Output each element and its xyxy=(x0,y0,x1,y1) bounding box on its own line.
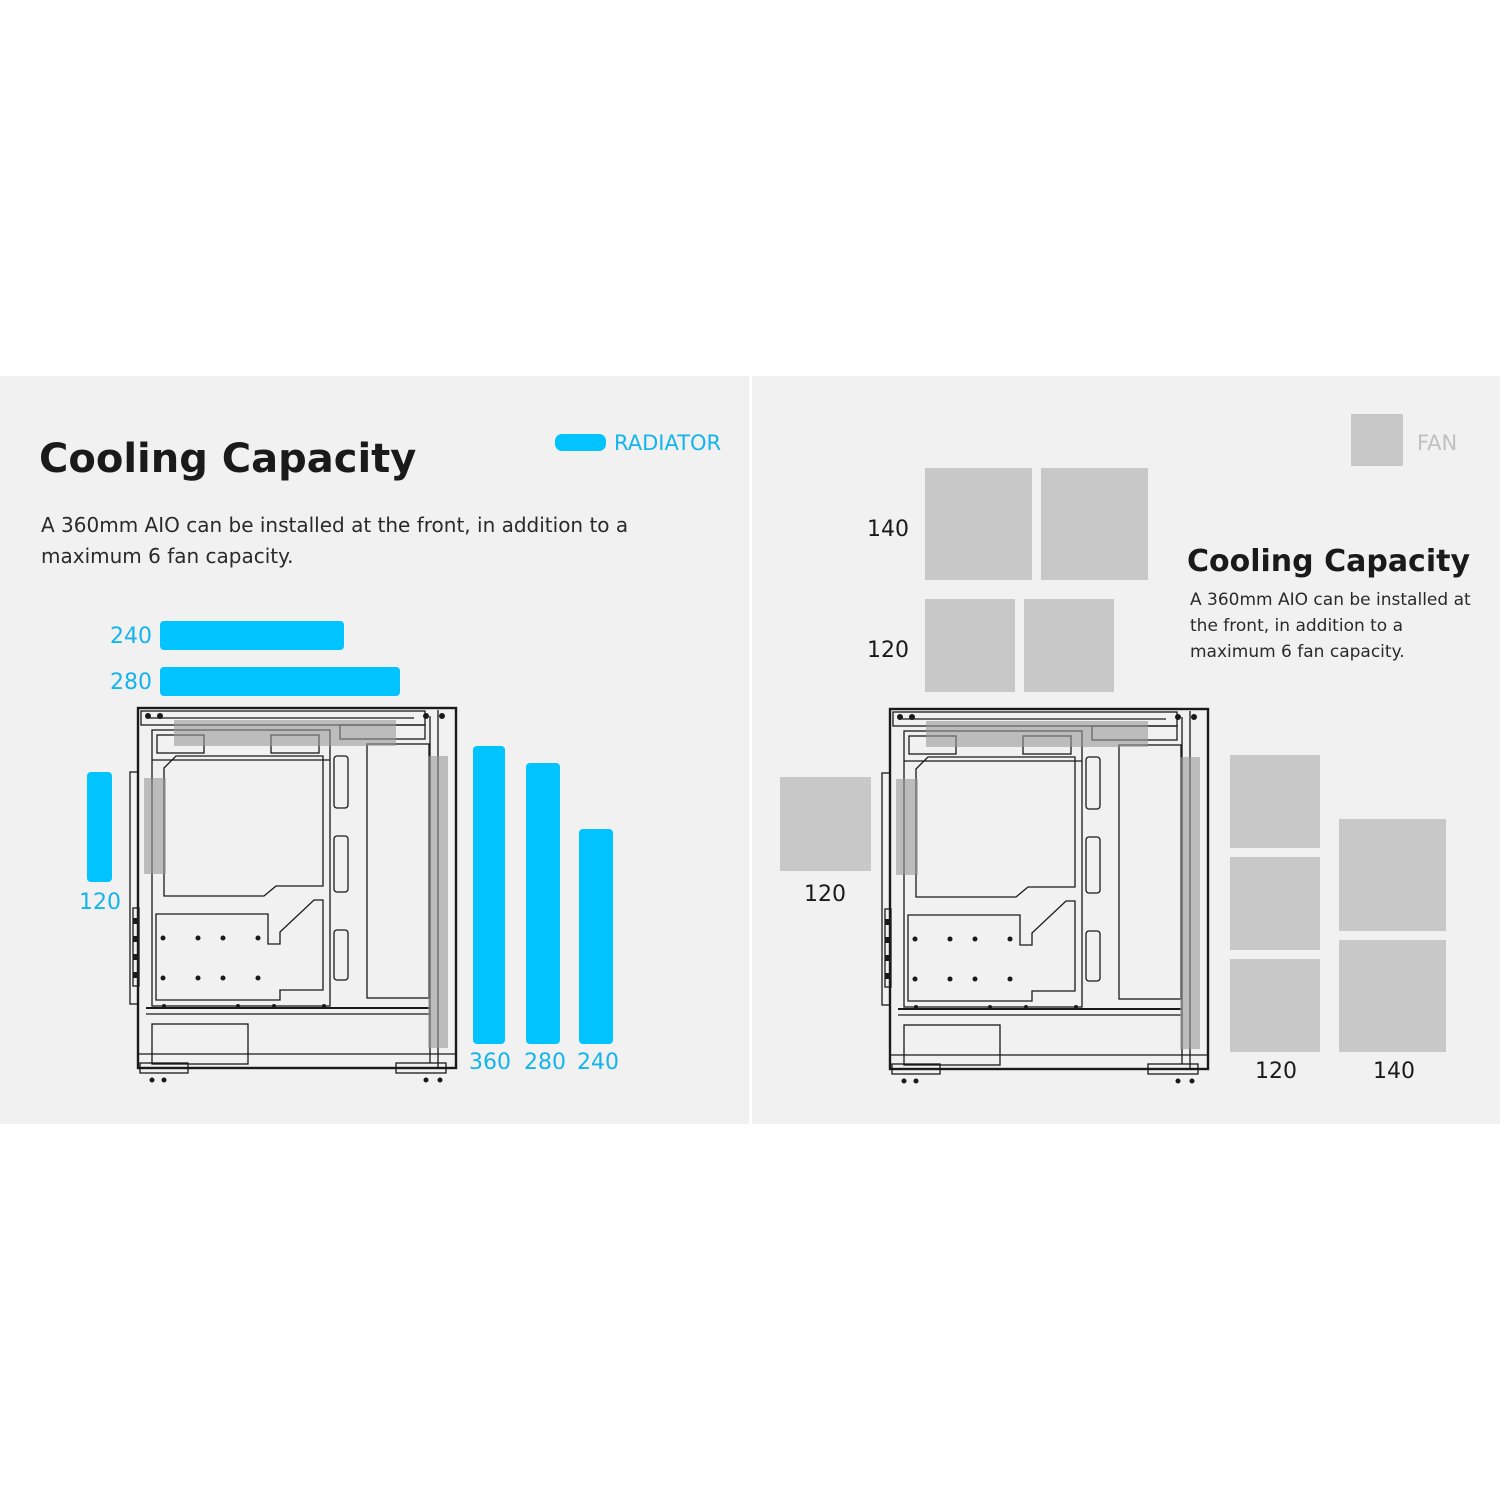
rear-radiator-120 xyxy=(87,772,112,882)
radiator-legend-swatch xyxy=(555,434,606,451)
pc-case-side-view xyxy=(129,706,458,1083)
front-fan-120-2 xyxy=(1230,857,1320,950)
fan-legend-swatch xyxy=(1351,414,1403,466)
rear-fan-label-120: 120 xyxy=(804,882,846,907)
rear-radiator-label-120: 120 xyxy=(79,890,121,915)
front-radiator-label-360: 360 xyxy=(469,1050,511,1075)
radiator-panel: Cooling Capacity A 360mm AIO can be inst… xyxy=(0,376,749,1124)
panel-description: A 360mm AIO can be installed at the fron… xyxy=(1190,590,1471,662)
panel-description: A 360mm AIO can be installed at the fron… xyxy=(41,513,629,568)
front-radiator-label-280: 280 xyxy=(524,1050,566,1075)
front-fan-120-1 xyxy=(1230,755,1320,848)
front-radiator-240 xyxy=(579,829,613,1044)
pc-case-side-view xyxy=(881,707,1210,1084)
radiator-legend-label: RADIATOR xyxy=(614,431,722,455)
front-fan-120-3 xyxy=(1230,959,1320,1052)
front-fan-label-120: 120 xyxy=(1255,1059,1297,1084)
panel-title: Cooling Capacity xyxy=(39,436,417,482)
front-fan-140-1 xyxy=(1339,819,1446,931)
front-radiator-360 xyxy=(473,746,505,1044)
rear-fan-120 xyxy=(780,777,871,871)
fan-legend-label: FAN xyxy=(1417,431,1458,455)
top-fan-140-2 xyxy=(1041,468,1148,580)
top-fan-label-120: 120 xyxy=(867,638,909,663)
fan-panel: FAN 140 120 Cooling Capacity A 360mm AIO… xyxy=(752,376,1500,1124)
top-radiator-label-280: 280 xyxy=(110,670,152,695)
top-fan-120-1 xyxy=(925,599,1015,692)
top-radiator-280 xyxy=(160,667,400,696)
front-fan-label-140: 140 xyxy=(1373,1059,1415,1084)
panel-title: Cooling Capacity xyxy=(1187,544,1471,579)
front-radiator-280 xyxy=(526,763,560,1044)
top-fan-140-1 xyxy=(925,468,1032,580)
top-fan-120-2 xyxy=(1024,599,1114,692)
front-fan-140-2 xyxy=(1339,940,1446,1052)
front-radiator-label-240: 240 xyxy=(577,1050,619,1075)
top-fan-label-140: 140 xyxy=(867,517,909,542)
top-radiator-240 xyxy=(160,621,344,650)
top-radiator-label-240: 240 xyxy=(110,624,152,649)
